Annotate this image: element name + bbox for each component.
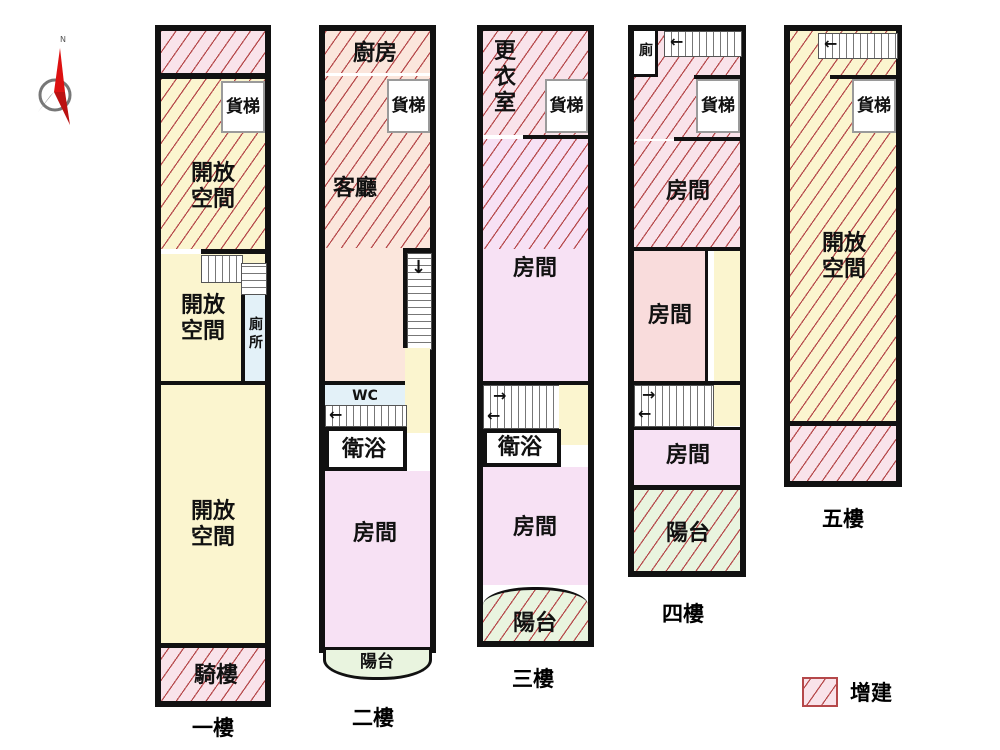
arrow-left-icon: ← <box>329 405 343 424</box>
room-extension <box>790 426 896 481</box>
floor-5: ← 貨梯 開放空間 <box>784 25 902 487</box>
room-bedroom-2 <box>634 251 708 381</box>
room-label: WC <box>352 388 378 404</box>
staircase <box>818 33 898 59</box>
freight-elevator: 貨梯 <box>852 79 896 133</box>
room-label: 房間 <box>665 443 710 468</box>
room-bedroom-1 <box>483 139 588 249</box>
room-wc <box>325 385 405 405</box>
room-label: 開放空間 <box>190 161 235 212</box>
freight-elevator: 貨梯 <box>545 79 588 133</box>
arrow-right-icon: → <box>642 385 656 404</box>
floor-label: 五樓 <box>822 507 864 531</box>
room-kitchen <box>325 31 430 73</box>
room-label: 陽台 <box>360 652 394 672</box>
room-label: 衛浴 <box>497 435 542 460</box>
floor-label: 四樓 <box>662 602 704 626</box>
room-open-space <box>790 31 896 421</box>
svg-text:N: N <box>60 35 66 44</box>
freight-elevator: 貨梯 <box>696 79 740 133</box>
room-label: 陽台 <box>665 521 710 546</box>
room-label: 房間 <box>352 521 397 546</box>
arrow-left-icon: ← <box>638 404 652 423</box>
floor-2: 廚房 貨梯 客廳 ↓ WC ← 衛浴 房間 <box>319 25 436 653</box>
room-label: 開放空間 <box>821 231 866 282</box>
room-label: 更衣室 <box>493 39 516 116</box>
arrow-left-icon: ← <box>670 32 684 51</box>
staircase <box>664 31 742 57</box>
floor-3: 更衣室 貨梯 房間 → ← 衛浴 房間 陽台 <box>477 25 594 647</box>
room-extension <box>161 31 265 73</box>
arrow-right-icon: → <box>493 386 507 405</box>
room-bath <box>483 429 561 467</box>
room-label: 房間 <box>647 303 692 328</box>
room-label: 房間 <box>665 179 710 204</box>
room-toilet <box>634 31 658 77</box>
room-label: 客廳 <box>332 176 377 201</box>
room-bedroom <box>325 471 430 647</box>
room-label: 騎樓 <box>193 663 238 688</box>
floor-1: 貨梯 開放空間 廁所 開放空間 開放空間 騎樓 <box>155 25 271 707</box>
room-toilet <box>241 295 265 381</box>
floor-4: 廁 ← 貨梯 房間 房間 → ← 房間 陽台 <box>628 25 746 577</box>
room-bedroom-2 <box>483 467 588 585</box>
staircase <box>241 263 267 295</box>
staircase <box>483 385 561 429</box>
balcony <box>483 587 588 641</box>
legend-label: 增建 <box>850 681 892 705</box>
freight-elevator: 貨梯 <box>387 79 430 133</box>
room-label: 房間 <box>512 515 557 540</box>
room-bedroom-3 <box>634 427 740 485</box>
room-bedroom-1 <box>634 141 740 247</box>
room-open-space-3 <box>161 385 265 643</box>
floor-label: 三樓 <box>512 667 554 691</box>
room-label: 廁所 <box>249 317 263 351</box>
arrow-down-icon: ↓ <box>411 257 427 278</box>
room-label: 廚房 <box>352 41 397 66</box>
arrow-left-icon: ← <box>487 406 501 425</box>
balcony <box>634 490 740 571</box>
freight-elevator: 貨梯 <box>221 81 265 133</box>
room-label: 陽台 <box>512 611 557 636</box>
staircase <box>407 253 432 350</box>
room-label: 開放空間 <box>180 293 225 344</box>
room-label: 開放空間 <box>190 499 235 550</box>
floor-label: 一樓 <box>192 716 234 740</box>
floor-label: 二樓 <box>352 706 394 730</box>
room-label: 廁 <box>639 43 653 59</box>
room-arcade <box>161 648 265 701</box>
room-label: 房間 <box>512 256 557 281</box>
legend-swatch <box>802 677 838 707</box>
staircase <box>634 385 714 427</box>
arrow-left-icon: ← <box>824 34 838 53</box>
staircase <box>201 255 243 283</box>
staircase <box>325 405 407 427</box>
compass-icon: N <box>30 30 85 125</box>
room-label: 衛浴 <box>341 437 386 462</box>
room-bath <box>325 427 407 471</box>
